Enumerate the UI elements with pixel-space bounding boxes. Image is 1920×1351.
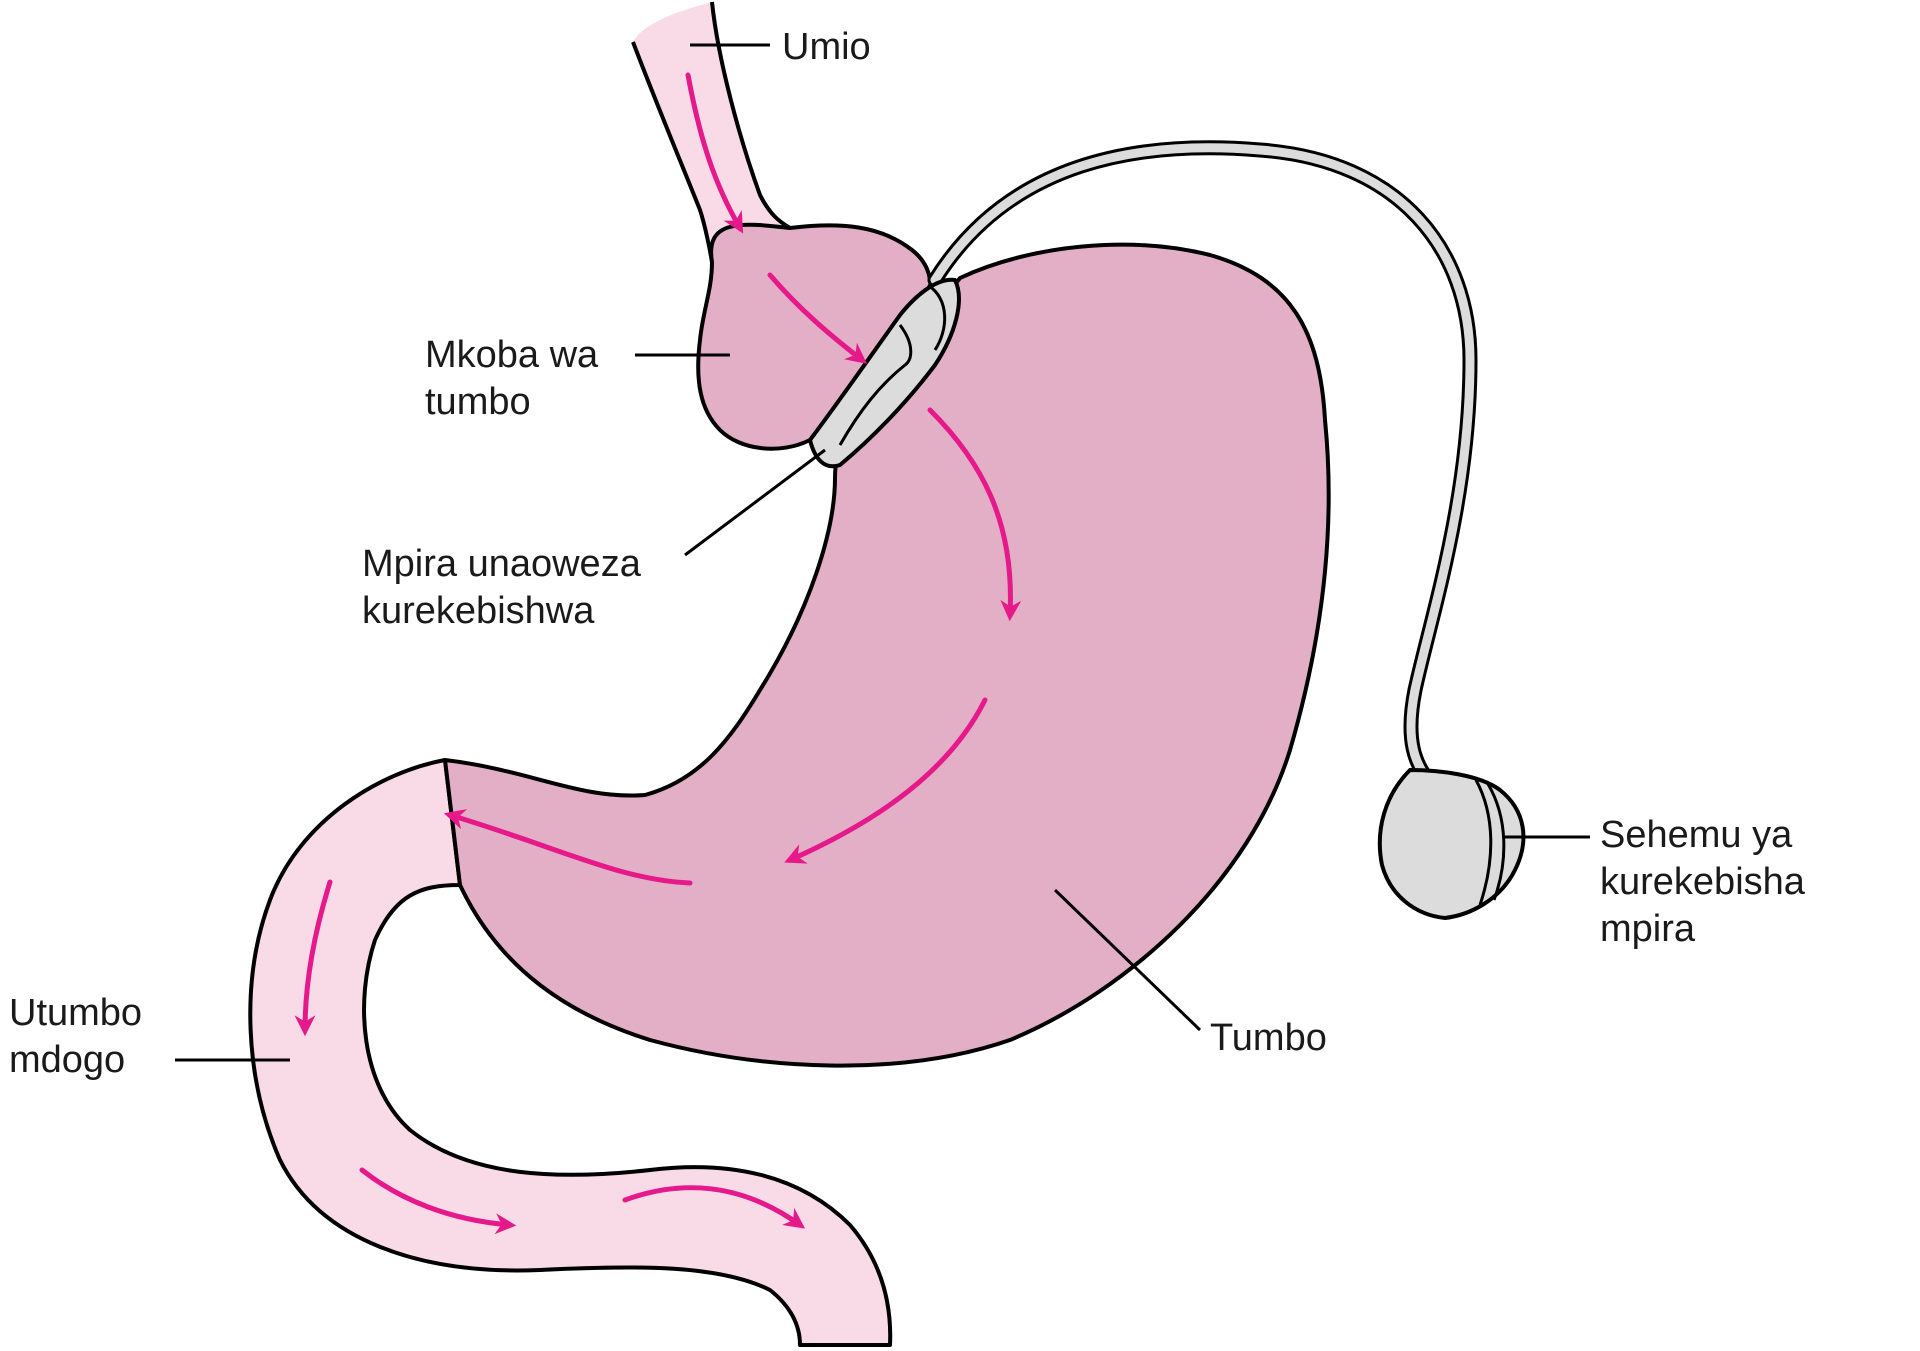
arrow-stomach-lower	[784, 697, 988, 864]
leader-lines	[175, 43, 1590, 1062]
arrow-stomach-exit	[443, 809, 693, 886]
esophagus-shape	[633, 2, 790, 262]
arrow-stomach-upper	[927, 407, 1022, 622]
label-small-intestine: Utumbo mdogo	[9, 992, 143, 1081]
arrow-intestine-right-1	[359, 1167, 517, 1235]
arrow-pouch	[767, 272, 867, 364]
leader-band	[684, 448, 826, 557]
arrow-intestine-down	[294, 879, 333, 1037]
label-stomach: Tumbo	[1210, 1017, 1327, 1059]
label-esophagus: Umio	[782, 26, 871, 68]
flow-arrows	[294, 72, 1022, 1235]
arrow-intestine-right-2	[622, 1185, 806, 1229]
stomach-shape	[443, 242, 1331, 1068]
label-gastric-pouch: Mkoba wa tumbo	[425, 334, 599, 423]
label-adjustment-port: Sehemu ya kurekebisha mpira	[1600, 814, 1805, 950]
adjustable-band	[808, 277, 961, 469]
arrow-esophagus	[685, 72, 744, 234]
label-adjustable-band: Mpira unaoweza kurekebishwa	[362, 543, 641, 632]
adjustment-port	[1377, 768, 1526, 920]
tube-inner	[930, 143, 1475, 787]
leader-stomach	[1053, 888, 1202, 1032]
esophagus-outline-left	[631, 41, 714, 263]
